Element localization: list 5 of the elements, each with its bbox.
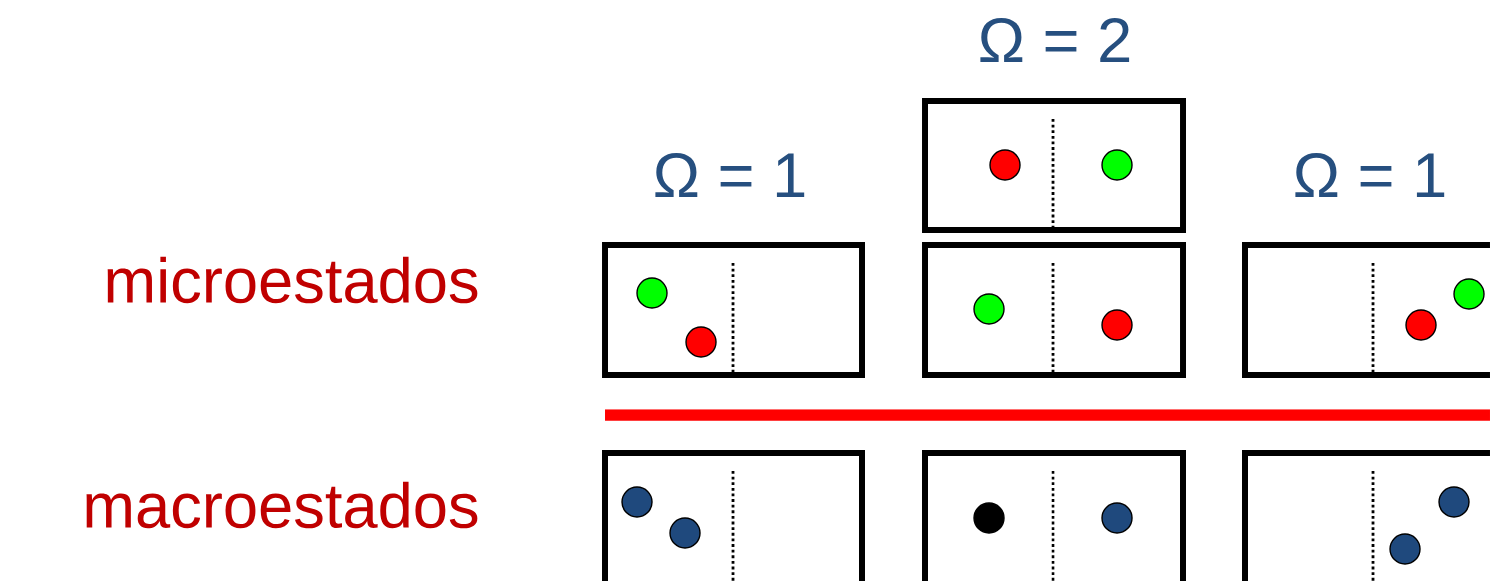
state-label: macroestados: [86, 481, 478, 529]
omega-label: Ω = 1: [655, 152, 805, 198]
omega-label: Ω = 1: [1295, 152, 1445, 198]
omega-label: Ω = 2: [980, 17, 1130, 63]
state-label: microestados: [107, 256, 478, 304]
